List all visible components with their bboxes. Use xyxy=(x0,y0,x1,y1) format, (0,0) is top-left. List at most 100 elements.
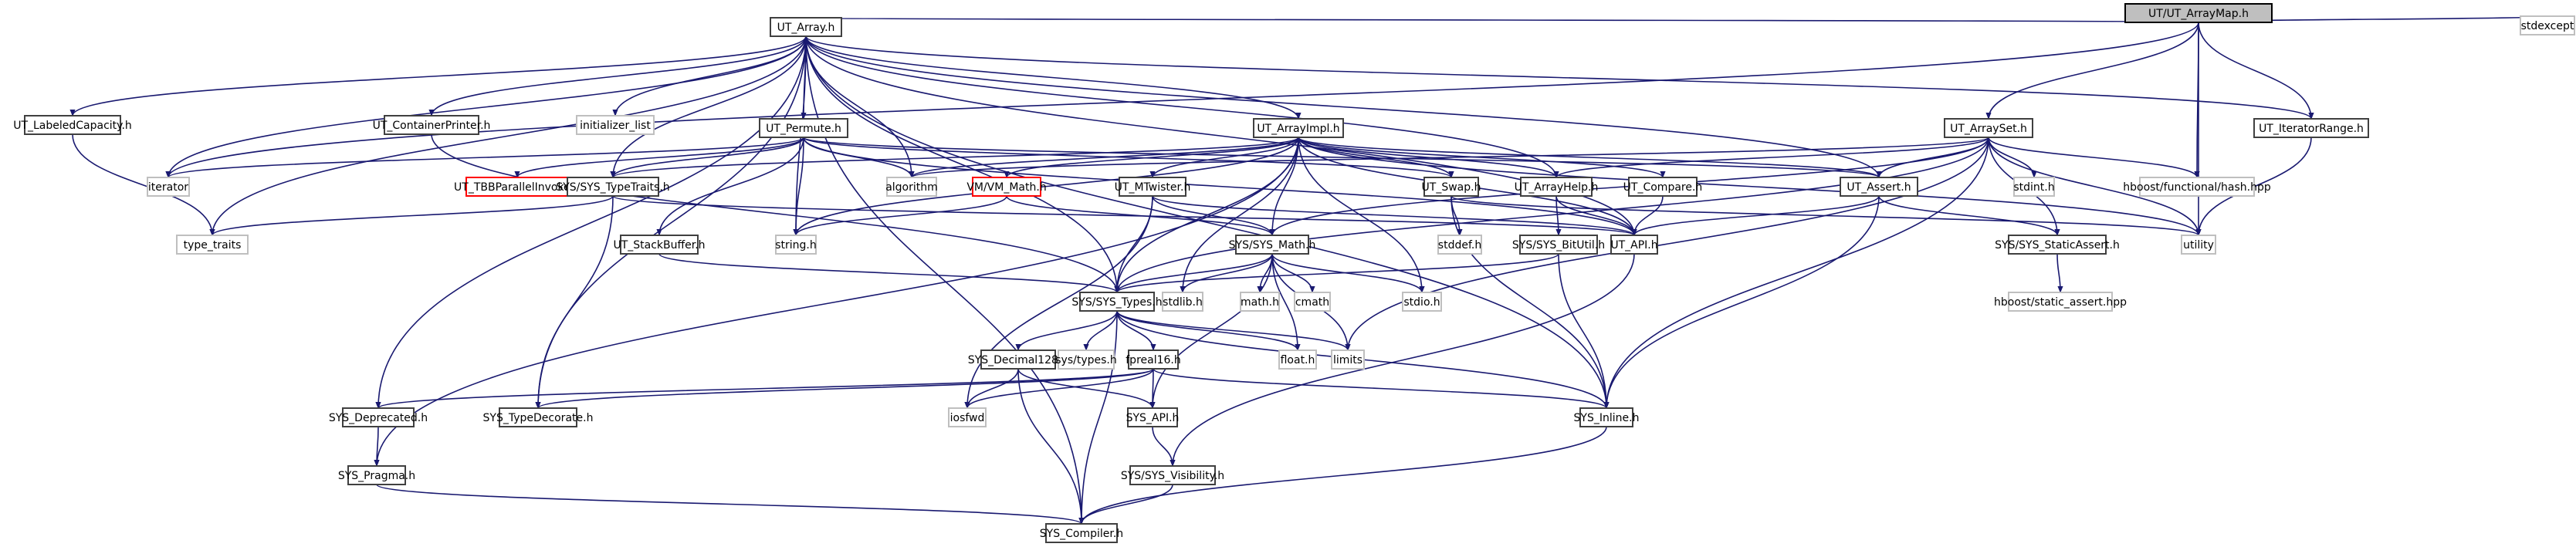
node-box xyxy=(499,407,577,427)
node-label: SYS_Pragma.h xyxy=(338,470,415,482)
edge-systypes-to-limits xyxy=(1116,310,1351,351)
edge-permute-to-iterator xyxy=(165,137,804,178)
node-box xyxy=(980,349,1056,370)
node-sys-decimal128-h[interactable]: SYS_Decimal128.h xyxy=(968,349,1068,370)
node-sys-typedecorate-h[interactable]: SYS_TypeDecorate.h xyxy=(483,407,594,427)
node-ut-arrayimpl-h[interactable]: UT_ArrayImpl.h xyxy=(1253,118,1344,138)
node-limits: limits xyxy=(1331,349,1365,370)
node-label: UT_ArrayImpl.h xyxy=(1257,123,1339,135)
node-sys-deprecated-h[interactable]: SYS_Deprecated.h xyxy=(329,407,428,427)
node-label: SYS/SYS_StaticAssert.h xyxy=(1995,239,2120,252)
edge-fpreal16-to-typedecorate xyxy=(535,368,1154,409)
node-box xyxy=(770,17,842,37)
node-vm-vm-math-h[interactable]: VM/VM_Math.h xyxy=(966,177,1047,197)
node-ut-iteratorrange-h[interactable]: UT_IteratorRange.h xyxy=(2253,118,2369,138)
node-label: SYS/SYS_TypeTraits.h xyxy=(556,181,669,194)
node-box xyxy=(342,407,415,427)
node-sys-sys-types-h[interactable]: SYS/SYS_Types.h xyxy=(1071,292,1163,312)
edge-swap-to-inline xyxy=(1450,195,1610,409)
node-sys-compiler-h[interactable]: SYS_Compiler.h xyxy=(1040,523,1123,543)
node-ut-arrayset-h[interactable]: UT_ArraySet.h xyxy=(1944,118,2033,138)
node-ut-mtwister-h[interactable]: UT_MTwister.h xyxy=(1115,177,1191,197)
edge-containerprinter-to-systypes xyxy=(431,133,1120,293)
edge-mtwister-to-iosfwd xyxy=(964,195,1153,409)
node-ut-array-h[interactable]: UT_Array.h xyxy=(770,17,842,37)
node-box xyxy=(1519,235,1598,255)
node-box xyxy=(2013,177,2055,197)
node-box xyxy=(2253,118,2369,138)
node-hboost-static-assert-hpp: hboost/static_assert.hpp xyxy=(1994,292,2127,312)
node-label: float.h xyxy=(1281,354,1315,366)
edge-arrayimpl-to-utility xyxy=(1298,137,2202,236)
edge-systypes-to-decimal128 xyxy=(1015,310,1118,351)
edge-stackbuffer-to-systypes xyxy=(658,253,1120,293)
node-box xyxy=(1331,349,1365,370)
edge-systypes-to-float-h xyxy=(1116,310,1301,351)
node-cmath: cmath xyxy=(1294,292,1331,312)
node-ut-ut-arraymap-h[interactable]: UT/UT_ArrayMap.h xyxy=(2124,3,2273,23)
edge-arrayimpl-to-stdlib xyxy=(1180,137,1299,293)
edge-arrayset-to-limits xyxy=(1345,137,1989,351)
node-ut-swap-h[interactable]: UT_Swap.h xyxy=(1422,177,1481,197)
node-label: SYS_Compiler.h xyxy=(1040,528,1123,540)
node-label: UT/UT_ArrayMap.h xyxy=(2148,8,2249,20)
edge-systypes-to-compiler xyxy=(1078,310,1118,525)
node-stddef-h: stddef.h xyxy=(1437,235,1482,255)
edge-systypetraits-to-typedecorate xyxy=(535,195,614,409)
node-box xyxy=(1437,235,1482,255)
node-label: UT_ContainerPrinter.h xyxy=(373,120,491,132)
node-sys-sys-math-h[interactable]: SYS/SYS_Math.h xyxy=(1229,235,1316,255)
node-ut-permute-h[interactable]: UT_Permute.h xyxy=(759,118,848,138)
node-label: stdint.h xyxy=(2013,181,2054,194)
node-sys-pragma-h[interactable]: SYS_Pragma.h xyxy=(338,465,415,485)
node-label: SYS_Decimal128.h xyxy=(968,354,1068,366)
edge-arrayset-to-inline xyxy=(1603,137,1989,409)
node-sys-sys-staticassert-h[interactable]: SYS/SYS_StaticAssert.h xyxy=(1995,235,2120,255)
node-box xyxy=(948,407,987,427)
node-label: stdlib.h xyxy=(1163,296,1203,309)
edge-arrayset-to-hash xyxy=(1988,137,2200,178)
node-ut-tbbparallelinvoke-h[interactable]: UT_TBBParallelInvoke.h xyxy=(454,177,581,197)
node-label: VM/VM_Math.h xyxy=(966,181,1046,194)
node-sys-sys-typetraits-h[interactable]: SYS/SYS_TypeTraits.h xyxy=(556,177,670,197)
node-box xyxy=(1294,292,1331,312)
edge-sysmath-to-float-h xyxy=(1271,253,1301,351)
edge-deprecated-to-pragma xyxy=(374,426,380,467)
node-label: type_traits xyxy=(184,239,242,252)
edge-arrayimpl-to-vmmath xyxy=(1004,137,1299,178)
node-box xyxy=(1253,118,1344,138)
node-ut-assert-h[interactable]: UT_Assert.h xyxy=(1840,177,1918,197)
node-stdlib-h: stdlib.h xyxy=(1162,292,1203,312)
node-sys-sys-visibility-h[interactable]: SYS/SYS_Visibility.h xyxy=(1121,465,1224,485)
node-box xyxy=(176,235,249,255)
node-label: UT_TBBParallelInvoke.h xyxy=(454,181,581,194)
node-label: stdio.h xyxy=(1403,296,1440,309)
edge-permute-to-utapi xyxy=(803,137,1637,236)
node-ut-compare-h[interactable]: UT_Compare.h xyxy=(1623,177,1703,197)
edge-visibility-to-compiler xyxy=(1078,484,1173,525)
edge-labeledcap-to-type-traits xyxy=(72,133,215,236)
node-ut-labeledcapacity-h[interactable]: UT_LabeledCapacity.h xyxy=(13,115,132,135)
node-label: SYS_Deprecated.h xyxy=(329,412,428,424)
node-sys-types-h: sys/types.h xyxy=(1055,349,1117,370)
node-sys-inline-h[interactable]: SYS_Inline.h xyxy=(1574,407,1640,427)
node-ut-api-h[interactable]: UT_API.h xyxy=(1610,235,1658,255)
edge-arraymap-to-iterrange xyxy=(2198,22,2314,120)
node-ut-arrayhelp-h[interactable]: UT_ArrayHelp.h xyxy=(1515,177,1599,197)
node-box xyxy=(972,177,1041,197)
node-box xyxy=(24,115,121,135)
edge-ut-array-to-containerprinter xyxy=(428,35,807,116)
node-box xyxy=(1240,292,1280,312)
node-ut-containerprinter-h[interactable]: UT_ContainerPrinter.h xyxy=(373,115,491,135)
node-sys-api-h[interactable]: SYS_API.h xyxy=(1126,407,1180,427)
node-box xyxy=(1058,349,1115,370)
node-sys-sys-bitutil-h[interactable]: SYS/SYS_BitUtil.h xyxy=(1512,235,1605,255)
edge-bitutil-to-inline xyxy=(1558,253,1610,409)
node-box xyxy=(1628,177,1698,197)
node-fpreal16-h[interactable]: fpreal16.h xyxy=(1126,349,1181,370)
edge-arraymap-to-arrayset xyxy=(1985,22,2199,120)
edge-assert-to-staticassert xyxy=(1878,195,2060,236)
edge-assert-to-inline xyxy=(1603,195,1880,409)
node-ut-stackbuffer-h[interactable]: UT_StackBuffer.h xyxy=(613,235,706,255)
